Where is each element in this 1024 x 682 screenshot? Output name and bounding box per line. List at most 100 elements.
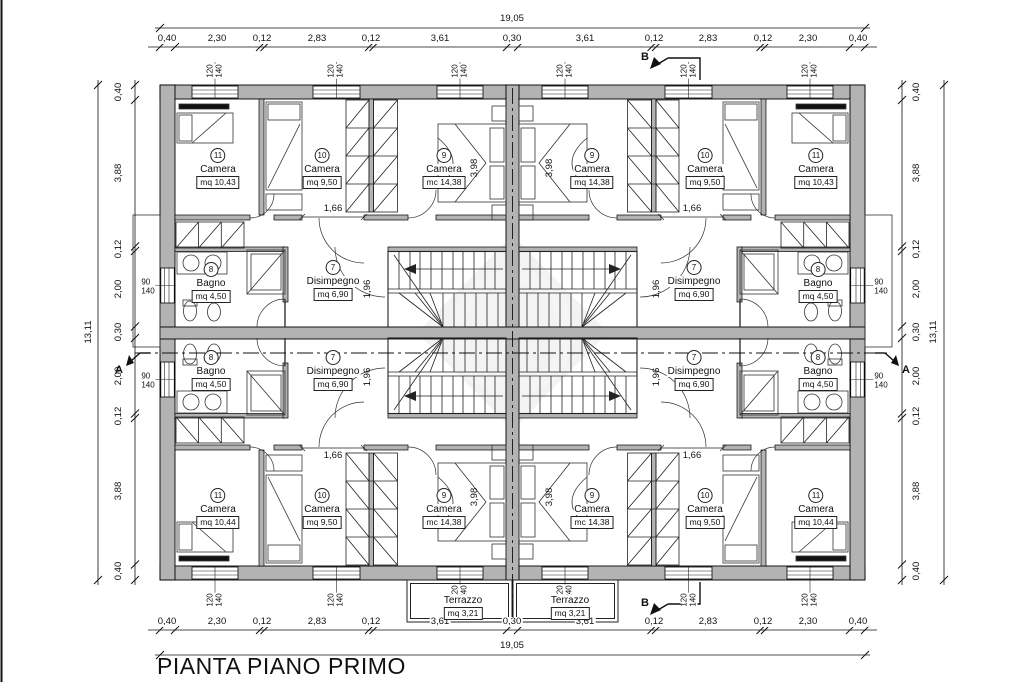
opening-dim: 1,66 xyxy=(681,450,703,461)
room-number: 7 xyxy=(325,260,341,275)
room-label-terrazzo: Terrazzo mq 3,21 xyxy=(549,595,591,620)
dim-label: 0,12 xyxy=(113,405,124,427)
room-number: 11 xyxy=(210,488,226,503)
dim-label: 0,12 xyxy=(752,33,774,44)
room-area: mq 4,50 xyxy=(798,290,838,303)
room-number: 8 xyxy=(810,262,826,277)
dim-label: 2,83 xyxy=(697,33,719,44)
dim-label: 0,40 xyxy=(911,81,922,103)
dim-label: 0,40 xyxy=(847,616,869,627)
room-name: Disimpegno xyxy=(666,366,722,377)
room-name: Disimpegno xyxy=(305,366,361,377)
room-area: mq 14,38 xyxy=(570,176,614,189)
room-number: 8 xyxy=(203,350,219,365)
room-area: mq 4,50 xyxy=(191,378,231,391)
corridor-dim: 1,96 xyxy=(362,367,373,387)
room-number: 7 xyxy=(686,350,702,365)
dim-label: 3,61 xyxy=(574,616,596,627)
room-depth-dim: 3,98 xyxy=(469,158,480,178)
dim-label: 0,12 xyxy=(643,616,665,627)
dim-label: 3,61 xyxy=(429,33,451,44)
room-number: 9 xyxy=(436,488,452,503)
dim-label: 0,30 xyxy=(113,321,124,343)
room-name: Camera xyxy=(199,504,237,515)
room-label-camera: 11 Camera mq 10,43 xyxy=(794,148,838,189)
room-name: Bagno xyxy=(195,366,227,377)
room-area: mc 14,38 xyxy=(422,516,466,529)
room-area: mq 6,90 xyxy=(313,378,353,391)
dim-label: 3,88 xyxy=(911,480,922,502)
dim-label: 0,12 xyxy=(113,238,124,260)
dim-total-top: 19,05 xyxy=(499,13,525,24)
room-name: Camera xyxy=(797,164,835,175)
room-label-terrazzo: Terrazzo mq 3,21 xyxy=(442,595,484,620)
dim-label: 2,83 xyxy=(697,616,719,627)
dim-label: 2,30 xyxy=(797,33,819,44)
room-name: Camera xyxy=(425,504,463,515)
room-label-camera: 10 Camera mq 9,50 xyxy=(302,148,342,189)
dimension-lines xyxy=(97,27,945,656)
dim-label: 2,30 xyxy=(206,33,228,44)
room-name: Terrazzo xyxy=(549,595,591,606)
room-area: mq 6,90 xyxy=(313,288,353,301)
room-number: 9 xyxy=(584,488,600,503)
room-name: Terrazzo xyxy=(442,595,484,606)
room-name: Disimpegno xyxy=(666,276,722,287)
room-name: Bagno xyxy=(802,278,834,289)
room-area: mc 14,38 xyxy=(570,516,614,529)
corridor-dim: 1,96 xyxy=(362,279,373,299)
dim-label: 3,88 xyxy=(113,480,124,502)
opening-dim: 1,66 xyxy=(322,450,344,461)
room-area: mq 3,21 xyxy=(550,607,590,620)
room-depth-dim: 3,98 xyxy=(544,487,555,507)
dim-label: 2,00 xyxy=(113,278,124,300)
room-number: 10 xyxy=(314,148,330,163)
room-label-bagno: 8 Bagno mq 4,50 xyxy=(798,350,838,391)
dim-label: 3,61 xyxy=(574,33,596,44)
room-number: 7 xyxy=(325,350,341,365)
room-area: mq 10,43 xyxy=(196,176,240,189)
room-label-bagno: 8 Bagno mq 4,50 xyxy=(191,262,231,303)
room-label-bagno: 8 Bagno mq 4,50 xyxy=(798,262,838,303)
section-lines xyxy=(135,88,890,622)
room-area: mq 9,50 xyxy=(302,516,342,529)
room-label-bagno: 8 Bagno mq 4,50 xyxy=(191,350,231,391)
dim-label: 3,88 xyxy=(911,162,922,184)
dim-label: 2,00 xyxy=(911,278,922,300)
room-label-camera: 11 Camera mq 10,44 xyxy=(196,488,240,529)
room-area: mq 6,90 xyxy=(674,288,714,301)
room-area: mq 9,50 xyxy=(685,516,725,529)
room-area: mq 10,44 xyxy=(196,516,240,529)
room-label-disimpegno: 7 Disimpegno mq 6,90 xyxy=(666,260,722,301)
room-name: Camera xyxy=(425,164,463,175)
dim-total-left: 13,11 xyxy=(83,319,94,345)
room-number: 10 xyxy=(697,148,713,163)
room-area: mq 3,21 xyxy=(443,607,483,620)
corridor-dim: 1,96 xyxy=(651,279,662,299)
dim-label: 3,88 xyxy=(113,162,124,184)
room-label-disimpegno: 7 Disimpegno mq 6,90 xyxy=(666,350,722,391)
room-label-camera: 9 Camera mq 14,38 xyxy=(570,148,614,189)
room-number: 7 xyxy=(686,260,702,275)
room-label-camera: 9 Camera mc 14,38 xyxy=(422,488,466,529)
dim-label: 3,61 xyxy=(429,616,451,627)
opening-dim: 1,66 xyxy=(322,203,344,214)
room-number: 9 xyxy=(584,148,600,163)
room-number: 11 xyxy=(808,488,824,503)
drawing-title: PIANTA PIANO PRIMO xyxy=(157,653,406,679)
dim-label: 0,40 xyxy=(156,616,178,627)
room-name: Camera xyxy=(303,504,341,515)
dim-total-bottom: 19,05 xyxy=(499,640,525,651)
room-name: Camera xyxy=(686,504,724,515)
